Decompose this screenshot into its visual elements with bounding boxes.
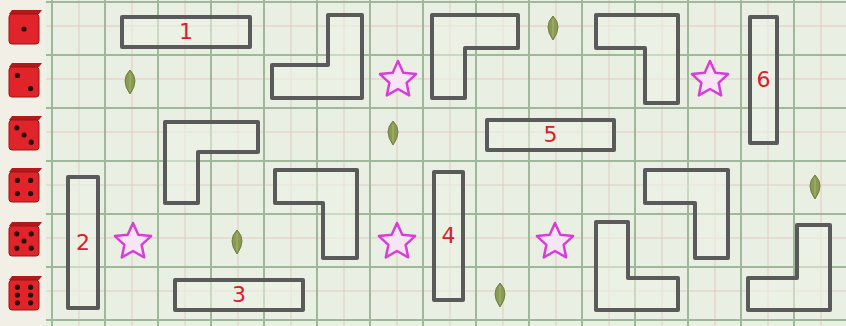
leaf-token (388, 121, 398, 145)
die-pip (21, 132, 26, 137)
die-face (9, 14, 39, 44)
star-token (692, 61, 728, 95)
minor-grid-line (556, 0, 557, 326)
leaf-vein (815, 178, 816, 196)
leaf-token (232, 230, 242, 254)
leaf-vein (393, 124, 394, 142)
l-piece (432, 15, 518, 98)
piece-number: 5 (544, 124, 558, 146)
die-pip (29, 231, 34, 236)
die-face (9, 67, 39, 97)
star-token (115, 223, 151, 257)
die-pip (28, 285, 33, 290)
grid-line (687, 0, 689, 326)
leaf-token (810, 175, 820, 199)
grid-line (51, 0, 53, 326)
die-edge (9, 276, 42, 280)
number-piece: 4 (432, 170, 465, 302)
piece-number: 1 (179, 21, 193, 43)
die-face (9, 226, 39, 256)
l-piece (272, 15, 362, 98)
die-face (9, 280, 39, 310)
die-pip (14, 231, 19, 236)
number-piece: 6 (748, 15, 779, 145)
grid-line (528, 0, 530, 326)
die-pip (21, 26, 26, 31)
die-pip (15, 178, 20, 183)
l-piece (596, 15, 678, 103)
die-pip (15, 292, 20, 297)
leaf-vein (500, 286, 501, 304)
die-pip (15, 285, 20, 290)
die-pip (28, 86, 33, 91)
die-pip (15, 191, 20, 196)
number-piece: 1 (120, 15, 252, 49)
die-pip (28, 178, 33, 183)
piece-number: 6 (757, 69, 771, 91)
l-piece (596, 222, 678, 310)
grid-line (0, 107, 846, 109)
minor-grid-line (397, 0, 398, 326)
star-token (537, 223, 573, 257)
die-pip (29, 140, 34, 145)
leaf-vein (237, 233, 238, 251)
die-pip (28, 191, 33, 196)
leaf-vein (130, 73, 131, 91)
die-pip (28, 300, 33, 305)
die-face (9, 172, 39, 202)
grid-line (0, 1, 846, 3)
piece-number: 4 (442, 225, 456, 247)
leaf-token (548, 16, 558, 40)
die-edge (9, 63, 42, 67)
piece-number: 3 (232, 284, 246, 306)
leaf-vein (553, 19, 554, 37)
number-piece: 3 (173, 278, 305, 312)
die-pip (14, 125, 19, 130)
piece-number: 2 (76, 232, 90, 254)
die-pip (14, 246, 19, 251)
die-edge (9, 222, 42, 226)
star-token (380, 61, 416, 95)
die-pip (29, 246, 34, 251)
grid-line (581, 0, 583, 326)
die-edge (9, 168, 42, 172)
grid-line (0, 160, 846, 162)
leaf-token (495, 283, 505, 307)
star-token (379, 223, 415, 257)
grid-line (104, 0, 106, 326)
grid-line (316, 0, 318, 326)
grid-line (0, 54, 846, 56)
grid-line (0, 266, 846, 268)
l-piece (645, 170, 728, 258)
die-edge (9, 10, 42, 14)
grid-line (369, 0, 371, 326)
grid-line (740, 0, 742, 326)
number-piece: 5 (485, 118, 616, 152)
l-piece (748, 225, 830, 310)
minor-grid-line (715, 0, 716, 326)
die-face (9, 120, 39, 150)
die-pip (21, 238, 26, 243)
number-piece: 2 (66, 175, 100, 310)
die-pip (15, 73, 20, 78)
dice-column (0, 0, 46, 326)
die-pip (15, 300, 20, 305)
grid-line (0, 319, 846, 321)
die-pip (28, 292, 33, 297)
die-edge (9, 116, 42, 120)
l-piece (275, 170, 357, 258)
grid-line (422, 0, 424, 326)
l-piece (165, 122, 258, 203)
leaf-token (125, 70, 135, 94)
